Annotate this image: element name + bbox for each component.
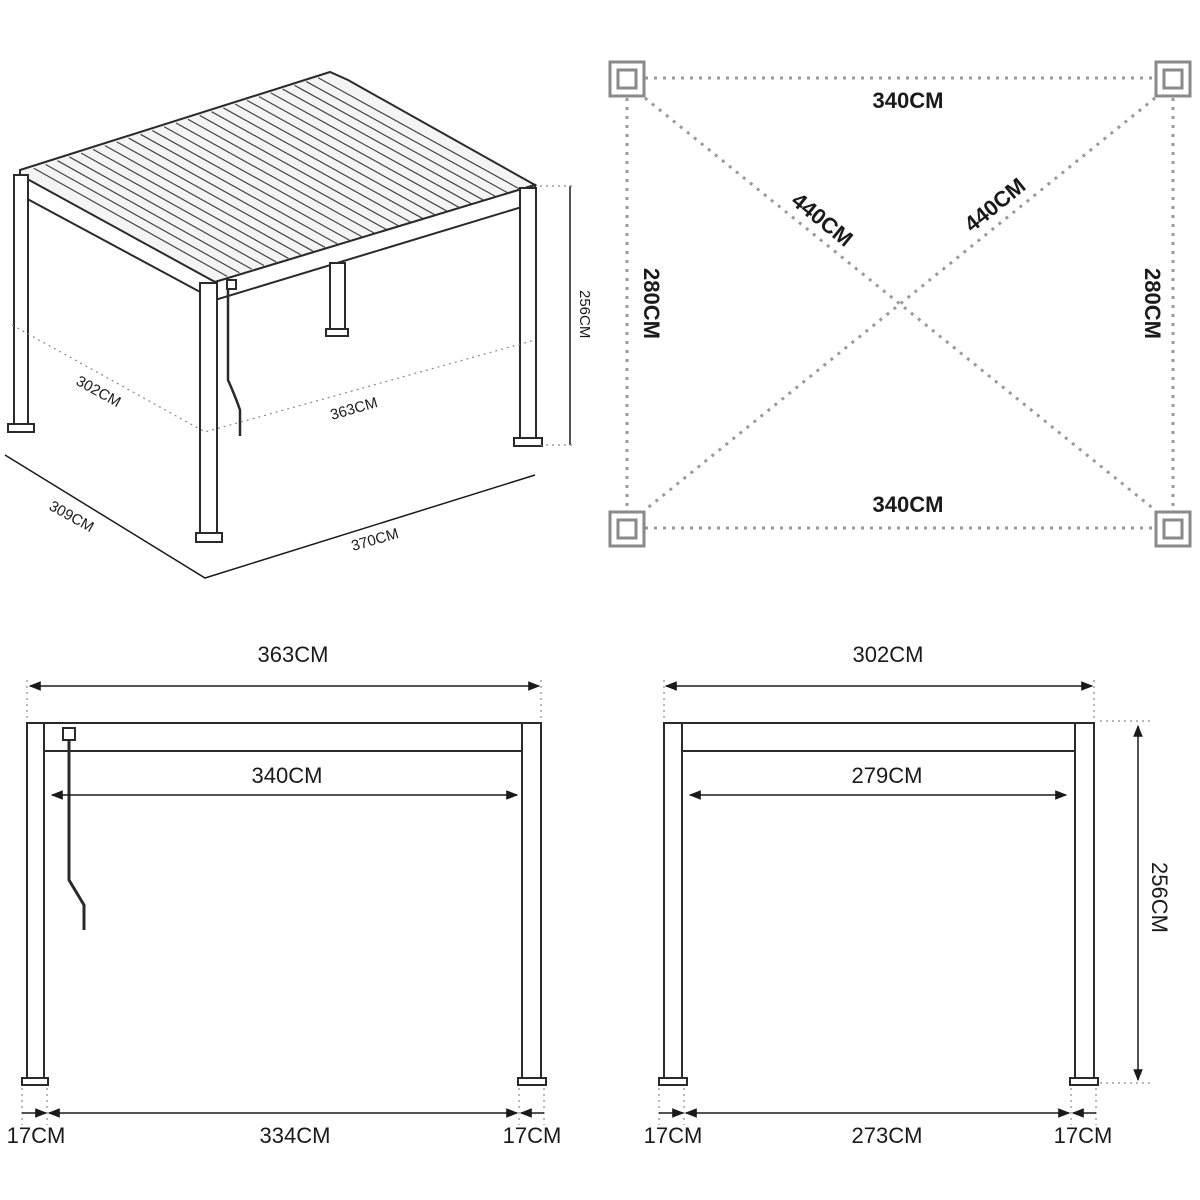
front-right-post-label: 17CM (503, 1123, 562, 1148)
width-base-label: 370CM (349, 525, 400, 555)
roof-louver (33, 167, 228, 277)
plan-post-bottom-right (1154, 510, 1192, 548)
roof-louver (246, 99, 448, 212)
crank-handle (226, 285, 242, 436)
post-back-right (519, 187, 537, 441)
roof-louver (152, 130, 350, 241)
width-top-label: 363CM (328, 394, 379, 424)
crank-handle (67, 740, 86, 930)
post-back-left (13, 174, 29, 426)
roof-louver (57, 160, 252, 270)
roof-louver (80, 152, 277, 263)
side-height-label: 256CM (1147, 862, 1172, 933)
roof-louver (187, 118, 387, 230)
roof-louver (270, 92, 473, 205)
roof-louver (128, 137, 326, 248)
roof-louver (234, 103, 436, 216)
front-inner-label: 340CM (252, 763, 323, 788)
roof-panel (19, 70, 538, 284)
top-dim-line (11, 324, 536, 433)
front-post-right (521, 722, 542, 1084)
plan-post-top-right (1154, 60, 1192, 98)
roof-louver (69, 156, 265, 267)
front-top-beam (26, 722, 542, 752)
roof-louver (258, 96, 460, 209)
side-clear-label: 273CM (852, 1123, 923, 1148)
roof-louver (211, 111, 411, 223)
post-base (513, 437, 543, 447)
front-overall-label: 363CM (258, 642, 329, 667)
roof-louver (306, 81, 509, 194)
post-base (195, 532, 223, 543)
roof-louvers (33, 77, 522, 277)
side-post-right (1074, 722, 1095, 1084)
post-base (1069, 1077, 1099, 1086)
post-base (517, 1077, 547, 1086)
front-left-post-label: 17CM (7, 1123, 66, 1148)
roof-louver (116, 141, 314, 252)
post-base (658, 1077, 688, 1086)
perspective-view: 302CM 363CM 309CM 370CM 256CM (4, 70, 593, 579)
roof-louver (294, 84, 497, 198)
plan-view: 340CM 340CM 280CM 280CM 440CM 440CM (608, 60, 1192, 548)
plan-diagonal-b-label: 440CM (959, 173, 1030, 237)
roof-louver (282, 88, 485, 201)
post-middle-back (329, 262, 346, 334)
side-inner-label: 279CM (852, 763, 923, 788)
roof-louver (175, 122, 375, 234)
depth-top-label: 302CM (73, 373, 124, 411)
roof-louver (163, 126, 363, 238)
post-front (199, 282, 218, 539)
plan-post-top-left (608, 60, 646, 98)
side-top-beam (663, 722, 1095, 752)
plan-bottom-label: 340CM (873, 492, 944, 517)
plan-diagonal-b (644, 96, 1156, 512)
front-elevation: 363CM 340CM 17CM 334CM 17CM (7, 642, 562, 1148)
plan-left-label: 280CM (639, 268, 664, 339)
side-elevation: 302CM 279CM 256CM 17CM 273CM 17CM (644, 642, 1172, 1148)
plan-diagonal-a (644, 96, 1156, 512)
roof-louver (104, 145, 301, 256)
side-post-left (663, 722, 683, 1084)
plan-right-label: 280CM (1140, 268, 1165, 339)
height-label: 256CM (576, 290, 593, 338)
base-dim-line (4, 454, 536, 579)
plan-top-label: 340CM (873, 88, 944, 113)
plan-diagonal-a-label: 440CM (787, 187, 858, 251)
post-base (7, 423, 35, 433)
roof-louver (92, 148, 289, 259)
depth-base-label: 309CM (46, 498, 97, 536)
post-base (21, 1077, 49, 1086)
roof-louver (45, 163, 240, 274)
plan-post-bottom-left (608, 510, 646, 548)
post-base (325, 328, 349, 337)
side-overall-label: 302CM (853, 642, 924, 667)
front-clear-label: 334CM (260, 1123, 331, 1148)
roof-louver (199, 114, 399, 227)
crank-box (62, 727, 76, 741)
roof-louver (140, 133, 338, 245)
front-post-left (26, 722, 45, 1084)
roof-louver (317, 77, 522, 191)
roof-louver (223, 107, 424, 220)
crank-box (226, 279, 237, 290)
side-left-post-label: 17CM (644, 1123, 703, 1148)
side-right-post-label: 17CM (1054, 1123, 1113, 1148)
